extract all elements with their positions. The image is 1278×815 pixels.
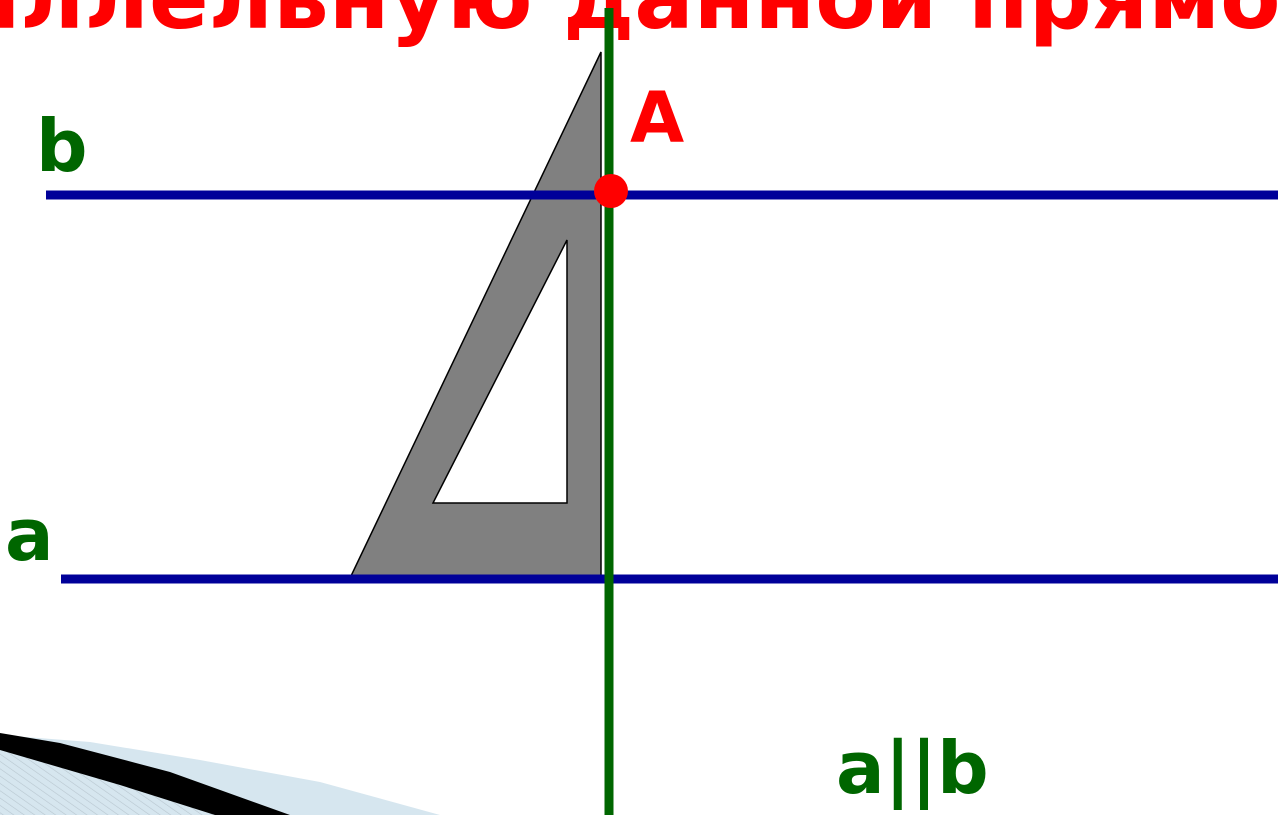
label-point-a: A bbox=[630, 77, 684, 159]
parallel-relation: a||b bbox=[836, 726, 989, 811]
label-line-a: a bbox=[5, 493, 54, 577]
triangle-ruler-icon bbox=[349, 51, 602, 577]
point-a bbox=[594, 174, 628, 208]
decoration-dark-stroke bbox=[0, 733, 290, 815]
label-line-b: b bbox=[36, 104, 88, 188]
slide-title: раллельную данной прямой bbox=[0, 0, 1278, 49]
slide-corner-decoration bbox=[0, 733, 440, 815]
